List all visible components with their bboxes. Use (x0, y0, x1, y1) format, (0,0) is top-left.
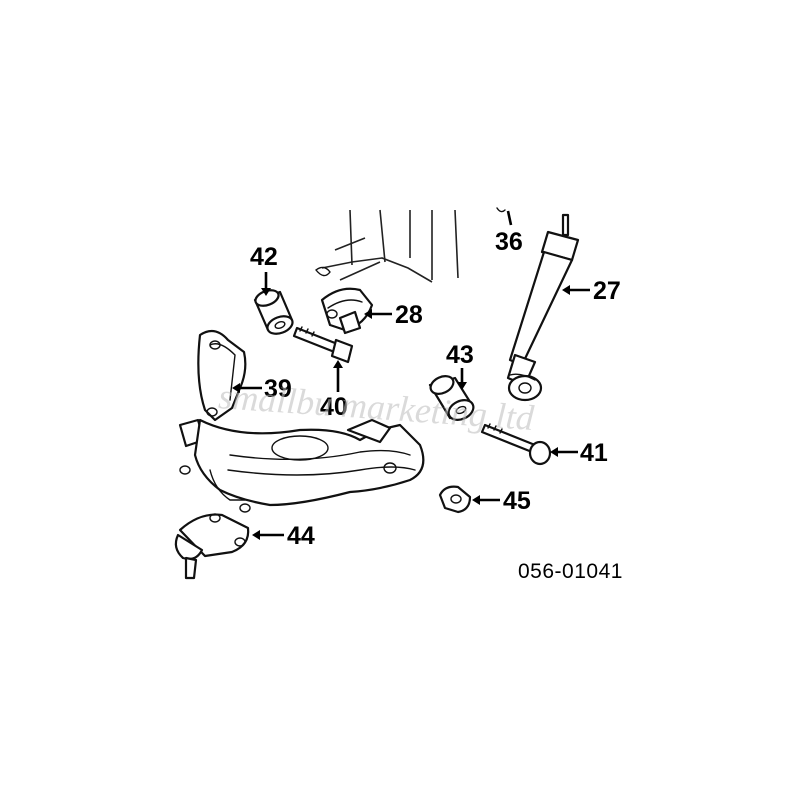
arrowhead-28 (364, 309, 372, 319)
reference-code: 056-01041 (518, 560, 623, 583)
callout-36: 36 (495, 228, 523, 256)
callout-45: 45 (503, 487, 531, 515)
arrowhead-45 (472, 495, 480, 505)
arrowhead-44 (252, 530, 260, 540)
callout-41: 41 (580, 439, 608, 467)
arrowhead-27 (562, 285, 570, 295)
part-27-shock-absorber (506, 213, 580, 402)
callout-44: 44 (287, 522, 315, 550)
callout-43: 43 (446, 341, 474, 369)
part-45-bushing (438, 485, 472, 514)
arrowhead-42 (261, 288, 271, 296)
callout-42: 42 (250, 243, 278, 271)
part-28-bump-stop (320, 287, 374, 335)
callout-27: 27 (593, 277, 621, 305)
callout-28: 28 (395, 301, 423, 329)
part-43-bushing (428, 375, 475, 421)
part-44-ball-joint (174, 513, 250, 580)
leader-36 (506, 210, 513, 226)
arrowhead-39 (232, 383, 240, 393)
arrowhead-40 (333, 360, 343, 368)
chassis-frame (315, 209, 459, 283)
leader-lines (232, 210, 590, 540)
arrowhead-43 (457, 382, 467, 390)
part-42-bushing (253, 289, 294, 335)
callout-40: 40 (320, 393, 348, 421)
part-36-fragment (496, 207, 506, 213)
part-41-bolt (480, 423, 552, 466)
callout-labels: 36 42 27 28 43 39 40 41 45 44 (250, 228, 621, 550)
part-40-bolt (292, 326, 354, 364)
callout-39: 39 (264, 375, 292, 403)
part-39-control-arm (178, 329, 425, 513)
arrowhead-41 (550, 447, 558, 457)
